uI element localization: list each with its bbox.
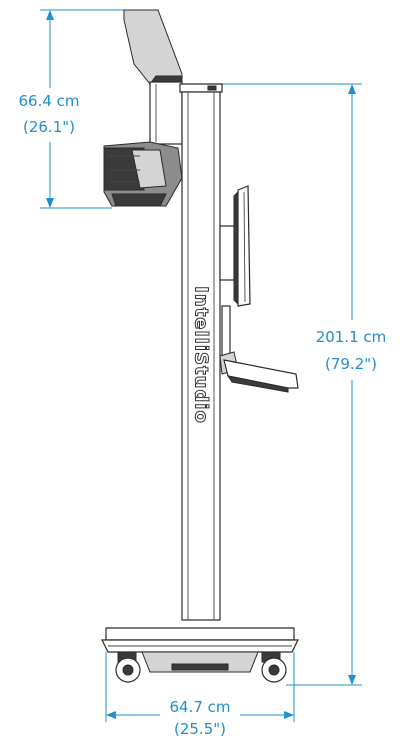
side-monitor	[219, 185, 251, 307]
sensor-bottom	[111, 193, 167, 207]
top-height-dimension	[40, 9, 128, 209]
left-caster-hub	[122, 664, 134, 676]
total-height-arrow-up	[348, 84, 356, 94]
column-cap-slot	[207, 85, 217, 91]
tray-edge	[226, 375, 289, 393]
monitor-mount	[219, 225, 235, 281]
monitor-back	[233, 190, 239, 306]
head-visor	[123, 9, 183, 85]
top-height-imperial-label: (26.1")	[22, 118, 75, 136]
base-width-metric-label: 64.7 cm	[169, 698, 231, 716]
total-height-arrow-down	[348, 675, 356, 685]
top-height-metric-label: 66.4 cm	[18, 92, 80, 110]
base-width-arrow-right	[284, 711, 294, 719]
base-underside	[141, 651, 259, 673]
keyboard-tray	[219, 305, 299, 393]
top-height-arrow-down	[46, 198, 54, 208]
base-foot-pad	[171, 663, 229, 671]
monitor-inner-edge	[243, 191, 246, 303]
base-width-dimension	[105, 652, 295, 722]
base-width-arrow-left	[106, 711, 116, 719]
top-height-arrow-up	[46, 10, 54, 20]
tray-surface	[223, 359, 299, 389]
total-height-metric-label: 201.1 cm	[315, 328, 387, 346]
mobile-base	[101, 627, 299, 683]
total-height-dimension	[220, 83, 362, 686]
right-caster-hub	[268, 664, 280, 676]
base-top	[105, 627, 295, 641]
main-column	[179, 83, 223, 621]
imaging-head	[103, 9, 183, 207]
total-height-imperial-label: (79.2")	[324, 355, 377, 373]
brand-label: IntelliStudio	[190, 286, 212, 425]
sensor-lens	[131, 149, 167, 189]
sensor-detail	[108, 155, 140, 183]
base-width-imperial-label: (25.5")	[173, 720, 226, 738]
head-arm	[149, 81, 183, 145]
